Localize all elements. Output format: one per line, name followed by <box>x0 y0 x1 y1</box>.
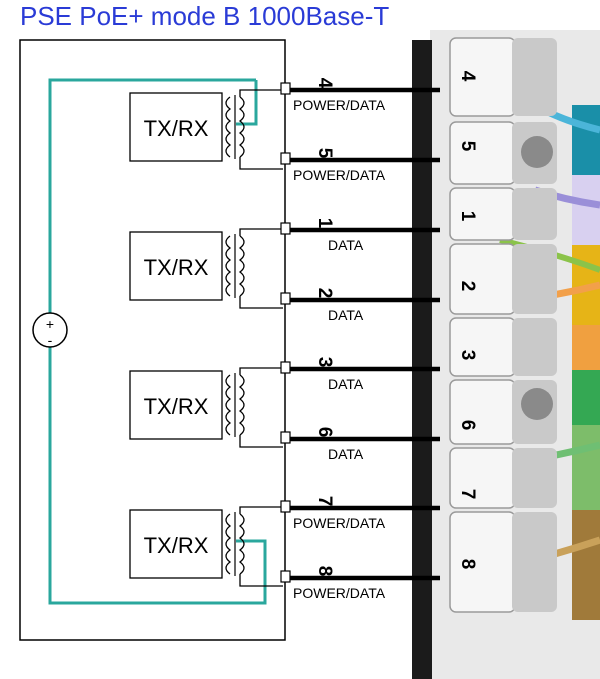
power-source-symbol <box>32 312 68 348</box>
winding-wire <box>239 228 283 236</box>
pin-label: DATA <box>328 376 364 392</box>
power-source-plus: + <box>46 316 54 332</box>
pin-number: 3 <box>314 357 335 368</box>
txrx-label: TX/RX <box>144 255 209 280</box>
transformer-coil <box>225 235 232 297</box>
pin-label: POWER/DATA <box>293 167 386 183</box>
pin-label: POWER/DATA <box>293 515 386 531</box>
txrx-module: TX/RX <box>129 228 283 309</box>
winding-wire <box>239 506 283 514</box>
jack-slot-number: 1 <box>457 211 478 222</box>
diagram-title: PSE PoE+ mode B 1000Base-T <box>20 1 390 31</box>
txrx-label: TX/RX <box>144 394 209 419</box>
pin-number: 1 <box>314 218 335 229</box>
transformer-coil <box>238 235 245 297</box>
winding-wire <box>239 157 283 170</box>
txrx-box <box>129 509 223 579</box>
winding-wire <box>239 435 283 448</box>
transformer-coil <box>225 513 232 575</box>
pin-number: 5 <box>314 148 335 159</box>
txrx-module: TX/RX <box>129 89 283 170</box>
jack-slot-number: 6 <box>457 420 478 431</box>
pin-number: 2 <box>314 288 335 299</box>
power-source-minus: - <box>48 332 53 348</box>
pin-number: 7 <box>314 496 335 507</box>
winding-wire <box>239 574 283 587</box>
winding-wire <box>239 89 283 97</box>
pin-terminal <box>280 82 291 95</box>
jack-slot-number: 7 <box>457 489 478 500</box>
pin-terminal <box>280 152 291 165</box>
txrx-module: TX/RX <box>129 367 283 448</box>
pin-terminal <box>280 361 291 374</box>
pin-label: POWER/DATA <box>293 585 386 601</box>
pin-terminal <box>280 222 291 235</box>
txrx-label: TX/RX <box>144 533 209 558</box>
transformer-coil <box>225 96 232 158</box>
pin-label: POWER/DATA <box>293 97 386 113</box>
pin-number: 6 <box>314 427 335 438</box>
keystone-jack-illustration <box>412 30 600 679</box>
winding-wire <box>239 296 283 309</box>
transformer-coil <box>225 374 232 436</box>
pin-label: DATA <box>328 446 364 462</box>
pin-terminal <box>280 570 291 583</box>
pin-number: 4 <box>314 78 335 89</box>
pin-terminal <box>280 431 291 444</box>
txrx-label: TX/RX <box>144 116 209 141</box>
pin-terminal <box>280 292 291 305</box>
pin-label: DATA <box>328 307 364 323</box>
txrx-box <box>129 92 223 162</box>
transformer-coil <box>238 513 245 575</box>
jack-slot-number: 5 <box>457 141 478 152</box>
transformer-coil <box>238 374 245 436</box>
winding-wire <box>239 367 283 375</box>
pin-label: DATA <box>328 237 364 253</box>
jack-slot-number: 3 <box>457 350 478 361</box>
jack-slot-number: 4 <box>457 71 478 82</box>
pse-enclosure <box>19 39 286 641</box>
pin-terminal <box>280 500 291 513</box>
txrx-box <box>129 370 223 440</box>
txrx-box <box>129 231 223 301</box>
jack-slot-number: 8 <box>457 559 478 570</box>
jack-slot-number: 2 <box>457 281 478 292</box>
txrx-module: TX/RX <box>129 506 283 587</box>
pin-number: 8 <box>314 566 335 577</box>
transformer-coil <box>238 96 245 158</box>
